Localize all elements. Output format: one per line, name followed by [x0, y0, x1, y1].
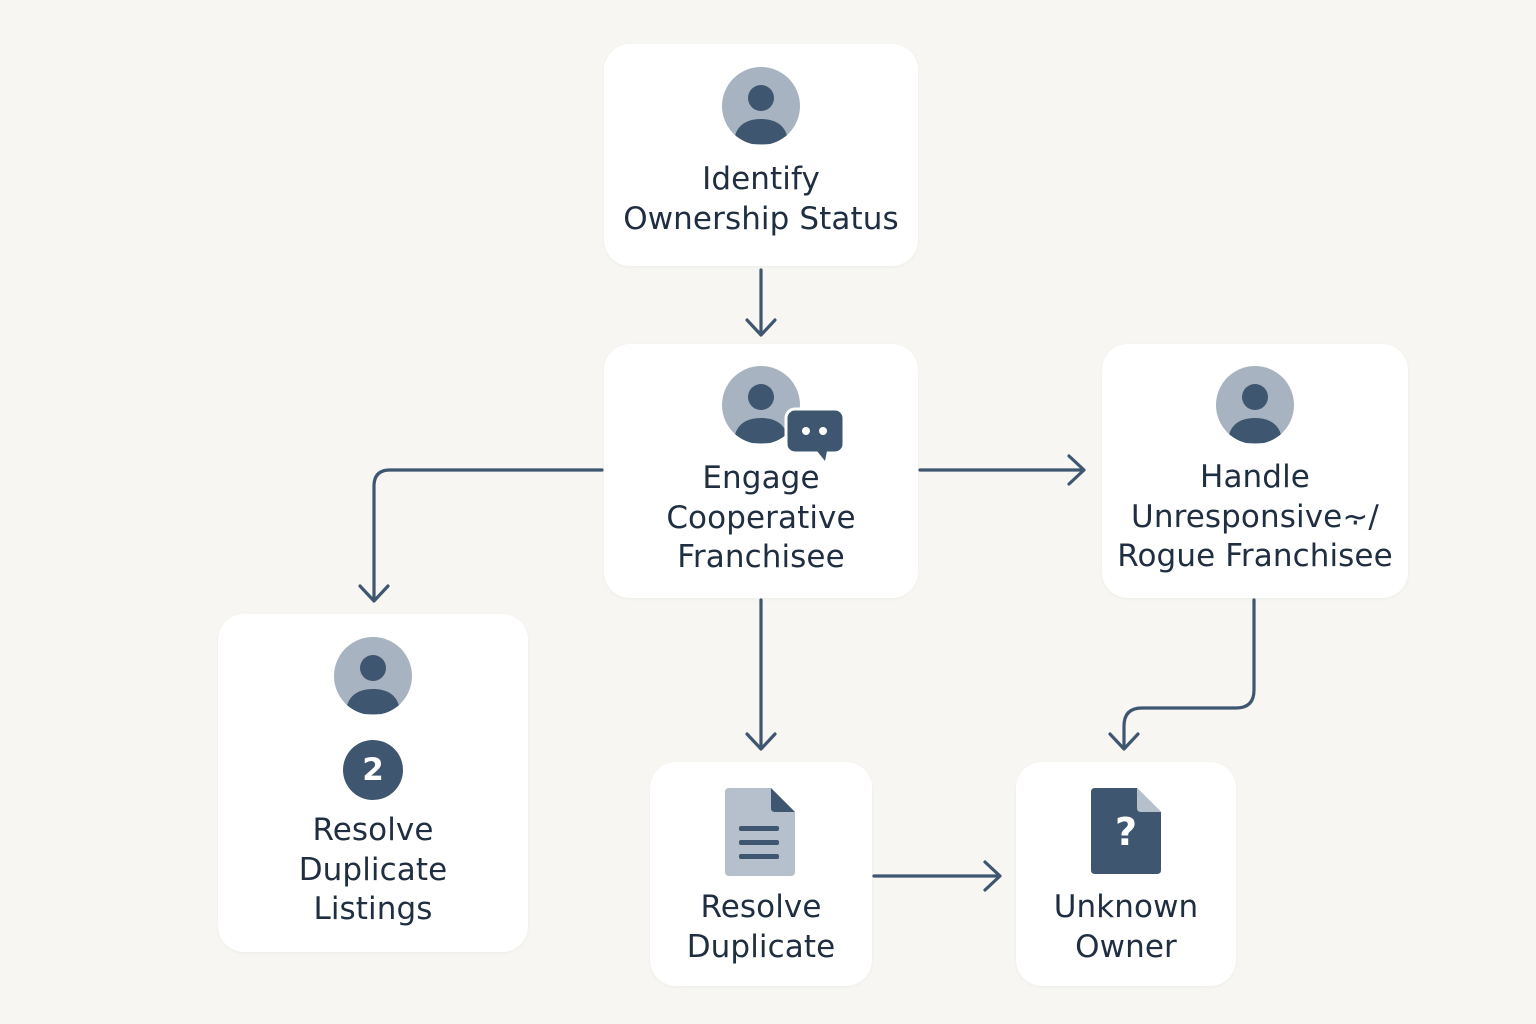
node-label: Identify Ownership Status	[604, 160, 918, 239]
arrowhead-engage-to-listings	[358, 584, 390, 603]
user-avatar-icon	[1216, 366, 1294, 444]
node-identify-ownership-status: Identify Ownership Status	[604, 44, 918, 266]
step-number: 2	[362, 752, 384, 788]
node-resolve-duplicate-listings: 2 Resolve Duplicate Listings	[218, 614, 528, 952]
arrow-handle-to-unknown	[1122, 598, 1256, 750]
arrowhead-duplicate-to-unknown	[983, 860, 1002, 892]
label-line: Duplicate	[686, 928, 836, 965]
user-chat-icon	[722, 366, 846, 461]
node-engage-cooperative-franchisee: Engage Cooperative Franchisee	[604, 344, 918, 598]
node-label: Unknown Owner	[1016, 888, 1236, 967]
node-handle-unresponsive-rogue-franchisee: Handle Unresponsive⸟/ Rogue Franchisee	[1102, 344, 1408, 598]
user-avatar-icon	[334, 637, 412, 715]
label-line: Franchisee	[677, 539, 845, 575]
arrowhead-engage-to-duplicate	[745, 732, 777, 751]
label-line: Unknown	[1053, 889, 1199, 925]
label-line: Listings	[313, 891, 433, 927]
node-label: Resolve Duplicate Listings	[218, 811, 528, 930]
label-line: Unresponsive⸟/	[1131, 498, 1379, 535]
label-line: Duplicate	[298, 851, 448, 888]
question-mark: ?	[1114, 810, 1138, 854]
step-number-badge: 2	[343, 740, 403, 800]
label-line: Identify	[702, 161, 820, 197]
arrowhead-identify-to-engage	[745, 318, 777, 337]
label-line: Owner	[1075, 928, 1177, 965]
node-label: Engage Cooperative Franchisee	[604, 459, 918, 578]
label-line: Resolve	[312, 812, 434, 848]
label-line: Rogue Franchisee	[1117, 538, 1393, 574]
document-icon	[725, 788, 795, 876]
node-label: Handle Unresponsive⸟/ Rogue Franchisee	[1102, 458, 1408, 577]
node-resolve-duplicate: Resolve Duplicate	[650, 762, 872, 986]
node-unknown-owner: ? Unknown Owner	[1016, 762, 1236, 986]
label-line: Ownership Status	[623, 200, 899, 237]
arrowhead-handle-to-unknown	[1108, 732, 1140, 751]
arrowhead-engage-to-handle	[1067, 454, 1086, 486]
label-line: Engage	[702, 460, 820, 496]
label-line: Cooperative	[666, 499, 856, 536]
node-label: Resolve Duplicate	[650, 888, 872, 967]
label-line: Resolve	[700, 889, 822, 925]
label-line: Handle	[1200, 459, 1310, 495]
user-avatar-icon	[722, 67, 800, 145]
arrow-engage-to-listings	[372, 468, 604, 602]
question-document-icon	[1091, 788, 1161, 874]
